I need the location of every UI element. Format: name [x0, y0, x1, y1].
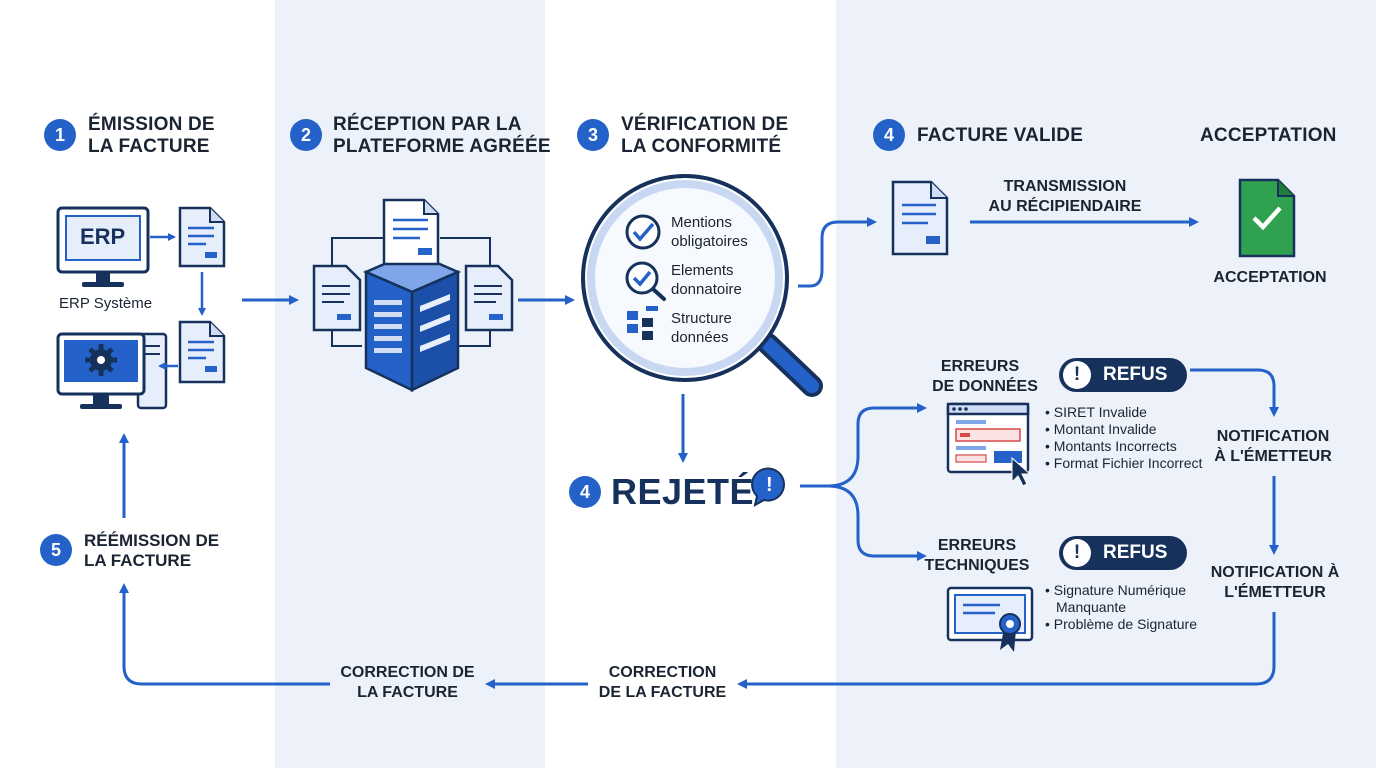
alert-bubble-icon	[751, 467, 785, 507]
list-item: Montant Invalide	[1045, 421, 1202, 438]
transmission-label: AU RÉCIPIENDAIRE	[988, 198, 1142, 215]
alert-mark: !	[766, 474, 773, 496]
list-item: • Problème de Signature	[1045, 616, 1197, 633]
error-group-title: DE DONNÉES	[932, 378, 1038, 395]
step-title-line: PLATEFORME AGRÉÉE	[333, 136, 551, 157]
step-title-line: RÉÉMISSION DE	[84, 531, 220, 550]
document-icon	[178, 320, 226, 384]
step-title: ACCEPTATION	[1200, 125, 1337, 146]
computer-gear-icon	[56, 332, 168, 410]
approved-document-icon	[1238, 178, 1296, 258]
list-item: SIRET Invalide	[1045, 404, 1202, 421]
transmission-label: TRANSMISSION	[1003, 178, 1127, 195]
form-error-window-icon	[946, 402, 1032, 487]
check-label: donnatoire	[671, 281, 742, 298]
refus-badge: ! REFUS	[1059, 358, 1188, 392]
list-item: Format Fichier Incorrect	[1045, 455, 1203, 472]
step-title-line: LA FACTURE	[88, 136, 210, 157]
refus-badge-label: REFUS	[1103, 542, 1168, 563]
error-group-title: ERREURS	[940, 358, 1020, 375]
document-icon	[312, 264, 362, 332]
erp-caption: ERP Système	[59, 295, 153, 312]
exclamation-icon: !	[1063, 539, 1091, 567]
checkmark-circle-icon	[625, 214, 661, 250]
technical-error-list: • Signature Numérique Manquante • Problè…	[1045, 582, 1197, 633]
data-error-list: SIRET Invalide Montant Invalide Montants…	[1045, 404, 1203, 472]
erp-screen-label: ERP	[80, 224, 126, 249]
list-item: Montants Incorrects	[1045, 438, 1202, 455]
certificate-icon	[946, 586, 1034, 652]
erp-monitor-icon	[56, 206, 150, 287]
structure-tree-icon	[627, 306, 658, 340]
list-item: • Signature Numérique	[1045, 582, 1187, 598]
correction-label: LA FACTURE	[357, 684, 458, 701]
check-label: données	[671, 329, 729, 346]
correction-label: CORRECTION	[608, 664, 717, 681]
step-number-badge: 5	[40, 534, 72, 566]
list-item: Manquante	[1056, 599, 1127, 616]
notification-label: NOTIFICATION	[1216, 428, 1330, 445]
notification-label: L'ÉMETTEUR	[1224, 584, 1326, 601]
check-label: Mentions	[671, 214, 732, 231]
notification-label: À L'ÉMETTEUR	[1214, 448, 1332, 465]
acceptation-caption: ACCEPTATION	[1213, 269, 1327, 286]
check-label: Structure	[671, 310, 732, 327]
step-number-badge: 4	[873, 119, 905, 151]
step-title-line: RÉCEPTION PAR LA	[333, 114, 522, 135]
step-title-line: VÉRIFICATION DE	[621, 114, 789, 135]
step-title-line: LA CONFORMITÉ	[621, 136, 782, 157]
document-icon	[891, 180, 949, 256]
rejected-label: REJETÉ	[611, 471, 755, 512]
error-group-title: TECHNIQUES	[924, 557, 1030, 574]
correction-label: CORRECTION DE	[340, 664, 475, 681]
step-title-line: LA FACTURE	[84, 551, 192, 570]
document-icon	[464, 264, 514, 332]
document-icon	[178, 206, 226, 268]
error-group-title: ERREURS	[937, 537, 1017, 554]
step-title: FACTURE VALIDE	[917, 125, 1084, 146]
search-check-icon	[625, 261, 666, 301]
notification-label: NOTIFICATION À	[1210, 564, 1340, 581]
correction-label: DE LA FACTURE	[598, 684, 727, 701]
step-number-badge: 2	[290, 119, 322, 151]
step-number-badge: 1	[44, 119, 76, 151]
step-title-line: ÉMISSION DE	[88, 114, 215, 135]
check-label: obligatoires	[671, 233, 748, 250]
refus-badge-label: REFUS	[1103, 364, 1168, 385]
exclamation-icon: !	[1063, 361, 1091, 389]
server-icon	[362, 250, 462, 392]
step-number-badge: 4	[569, 476, 601, 508]
document-icon	[382, 198, 440, 266]
check-label: Elements	[671, 262, 734, 279]
step-number-badge: 3	[577, 119, 609, 151]
refus-badge: ! REFUS	[1059, 536, 1188, 570]
